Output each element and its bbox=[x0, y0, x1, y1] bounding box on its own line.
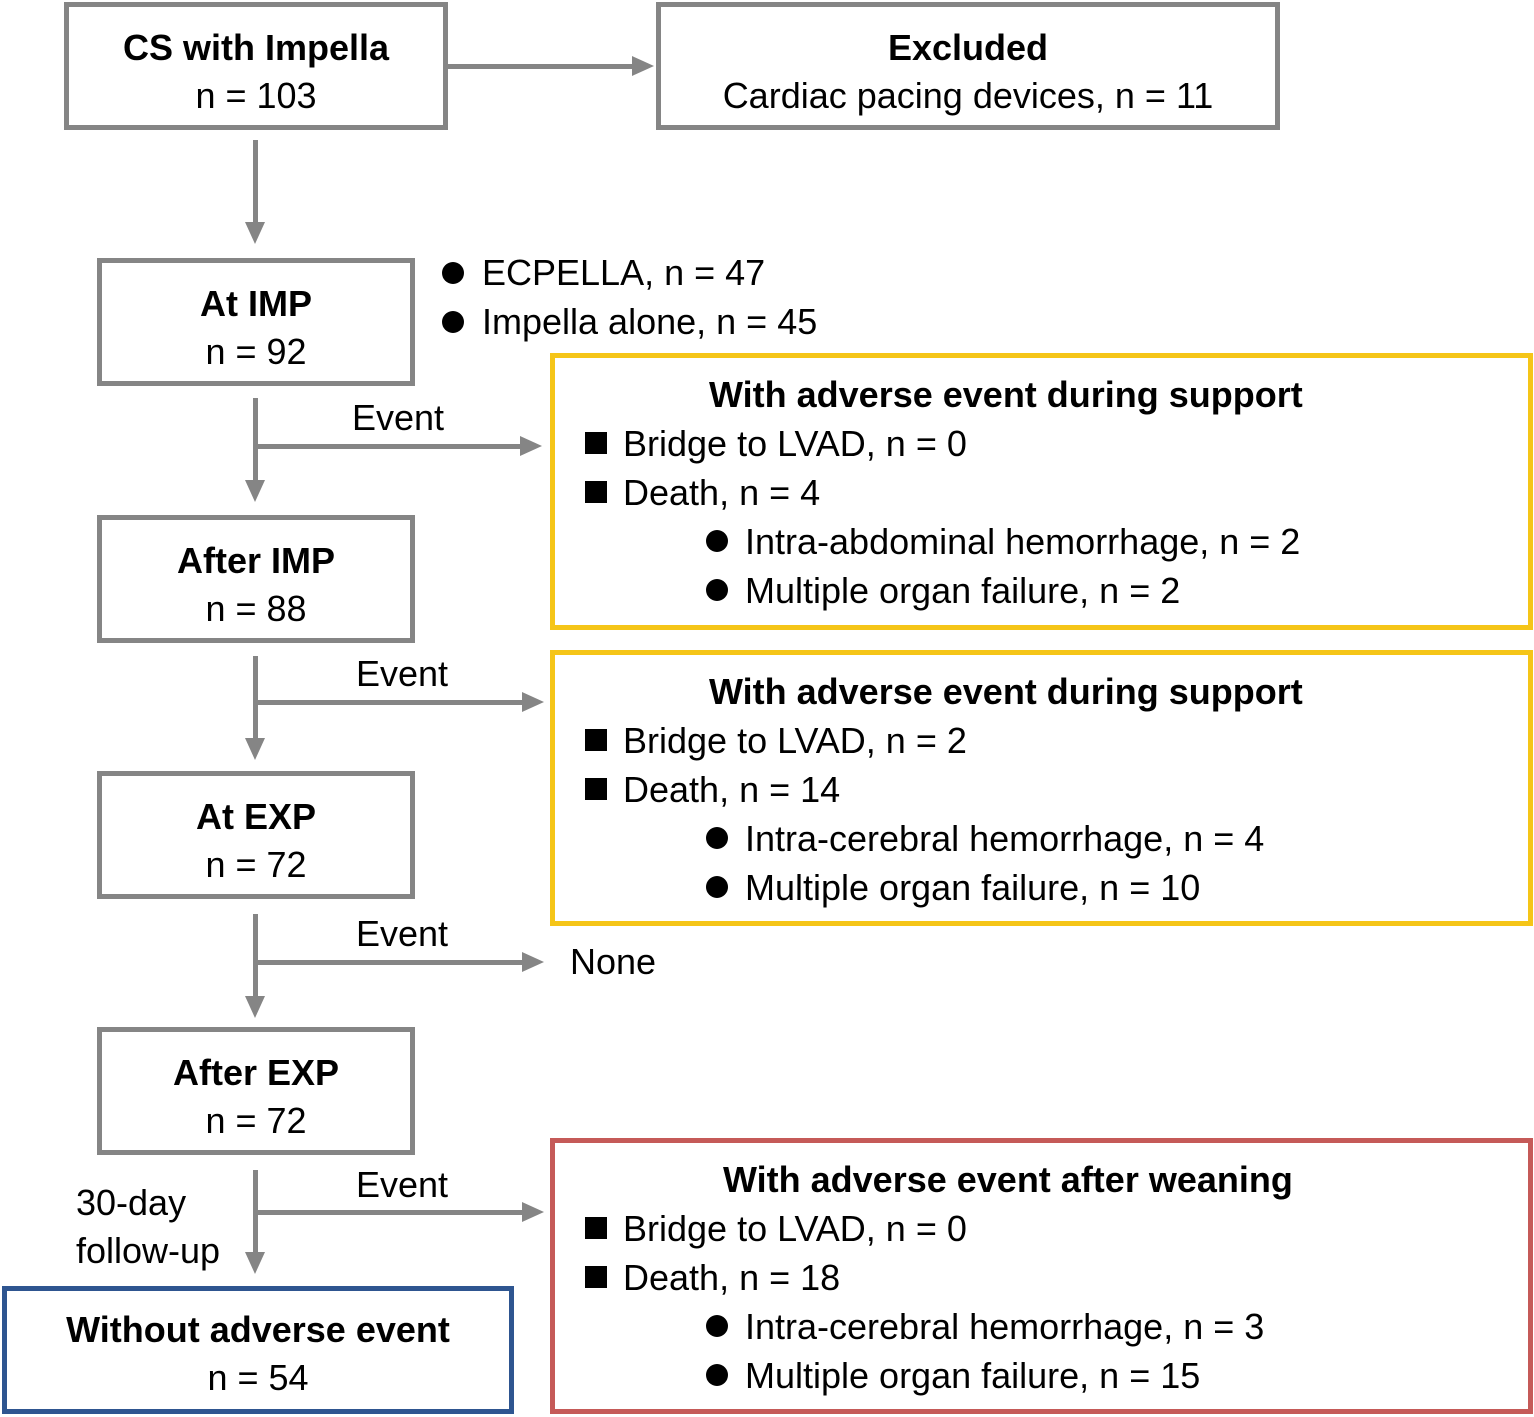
connector-event-4 bbox=[256, 1210, 524, 1215]
arrow-start-down bbox=[245, 222, 265, 244]
after-exp-count: n = 72 bbox=[205, 1100, 307, 1141]
after-imp-title: After IMP bbox=[176, 540, 335, 581]
bullet-square-icon bbox=[585, 1266, 607, 1288]
bullet-square-icon bbox=[585, 1217, 607, 1239]
arrow-excluded bbox=[632, 56, 654, 76]
event-box-3-item-1: Bridge to LVAD, n = 0 bbox=[623, 1208, 967, 1249]
connector-event-2 bbox=[256, 700, 524, 705]
event-box-1-item-1: Bridge to LVAD, n = 0 bbox=[623, 423, 967, 464]
bullet-dot-icon bbox=[442, 311, 464, 333]
event-box-2-item-2: Death, n = 14 bbox=[623, 769, 841, 810]
connector-event-1 bbox=[256, 444, 522, 449]
final-title: Without adverse event bbox=[66, 1309, 450, 1350]
bullet-square-icon bbox=[585, 778, 607, 800]
excluded-box: Excluded Cardiac pacing devices, n = 11 bbox=[656, 2, 1280, 130]
bullet-dot-icon bbox=[706, 1315, 728, 1337]
after-exp-box: After EXP n = 72 bbox=[97, 1027, 415, 1155]
arrow-event-1 bbox=[520, 436, 542, 456]
event-box-2: With adverse event during support Bridge… bbox=[550, 650, 1533, 926]
bullet-dot-icon bbox=[706, 827, 728, 849]
arrow-event-2 bbox=[522, 692, 544, 712]
connector-imp-down bbox=[253, 398, 258, 482]
bullet-square-icon bbox=[585, 481, 607, 503]
bullet-dot-icon bbox=[706, 876, 728, 898]
at-imp-title: At IMP bbox=[200, 283, 312, 324]
event-box-1-subitem-2: Multiple organ failure, n = 2 bbox=[745, 570, 1181, 611]
at-imp-count: n = 92 bbox=[205, 331, 307, 372]
event-box-3-subitem-1: Intra-cerebral hemorrhage, n = 3 bbox=[745, 1306, 1265, 1347]
followup-label-line-1: 30-day bbox=[76, 1182, 187, 1223]
start-box: CS with Impella n = 103 bbox=[64, 2, 448, 130]
arrow-at-exp-down bbox=[245, 996, 265, 1018]
event-box-2-title: With adverse event during support bbox=[709, 671, 1303, 712]
bullet-dot-icon bbox=[706, 579, 728, 601]
event-label-1: Event bbox=[352, 397, 445, 438]
connector-after-imp-down bbox=[253, 656, 258, 740]
connector-start-down bbox=[253, 140, 258, 224]
event-label-3: Event bbox=[356, 913, 449, 954]
arrow-event-3 bbox=[522, 952, 544, 972]
arrow-after-imp-down bbox=[245, 738, 265, 760]
at-imp-bullet-2: Impella alone, n = 45 bbox=[482, 301, 818, 342]
connector-excluded bbox=[448, 64, 636, 69]
after-imp-box: After IMP n = 88 bbox=[97, 515, 415, 643]
bullet-dot-icon bbox=[706, 530, 728, 552]
event-box-1: With adverse event during support Bridge… bbox=[550, 353, 1533, 630]
event-label-4: Event bbox=[356, 1164, 449, 1205]
bullet-dot-icon bbox=[706, 1364, 728, 1386]
at-exp-box: At EXP n = 72 bbox=[97, 771, 415, 899]
final-count: n = 54 bbox=[207, 1357, 309, 1398]
excluded-detail: Cardiac pacing devices, n = 11 bbox=[722, 75, 1214, 116]
start-title: CS with Impella bbox=[122, 27, 390, 68]
followup-label-line-2: follow-up bbox=[76, 1230, 221, 1271]
bullet-dot-icon bbox=[442, 262, 464, 284]
at-imp-bullet-1: ECPELLA, n = 47 bbox=[482, 252, 766, 293]
start-count: n = 103 bbox=[195, 75, 317, 116]
connector-after-exp-down bbox=[253, 1170, 258, 1254]
event-box-1-item-2: Death, n = 4 bbox=[623, 472, 821, 513]
at-exp-title: At EXP bbox=[195, 796, 317, 837]
bullet-square-icon bbox=[585, 729, 607, 751]
event-label-2: Event bbox=[356, 653, 449, 694]
event-box-1-subitem-1: Intra-abdominal hemorrhage, n = 2 bbox=[745, 521, 1301, 562]
at-exp-count: n = 72 bbox=[205, 844, 307, 885]
event-box-2-item-1: Bridge to LVAD, n = 2 bbox=[623, 720, 967, 761]
event-box-3-subitem-2: Multiple organ failure, n = 15 bbox=[745, 1355, 1201, 1396]
event-box-3: With adverse event after weaning Bridge … bbox=[550, 1138, 1533, 1414]
after-exp-title: After EXP bbox=[172, 1052, 340, 1093]
final-box: Without adverse event n = 54 bbox=[2, 1286, 514, 1414]
event-box-1-title: With adverse event during support bbox=[709, 374, 1303, 415]
after-imp-count: n = 88 bbox=[205, 588, 307, 629]
arrow-imp-down bbox=[245, 480, 265, 502]
connector-at-exp-down bbox=[253, 914, 258, 998]
at-imp-box: At IMP n = 92 bbox=[97, 258, 415, 386]
arrow-after-exp-down bbox=[245, 1252, 265, 1274]
event-box-3-title: With adverse event after weaning bbox=[723, 1159, 1293, 1200]
event-box-2-subitem-1: Intra-cerebral hemorrhage, n = 4 bbox=[745, 818, 1265, 859]
none-label: None bbox=[570, 941, 657, 982]
arrow-event-4 bbox=[522, 1202, 544, 1222]
event-box-2-subitem-2: Multiple organ failure, n = 10 bbox=[745, 867, 1201, 908]
excluded-title: Excluded bbox=[887, 27, 1049, 68]
event-box-3-item-2: Death, n = 18 bbox=[623, 1257, 841, 1298]
connector-event-3 bbox=[256, 960, 524, 965]
bullet-square-icon bbox=[585, 432, 607, 454]
